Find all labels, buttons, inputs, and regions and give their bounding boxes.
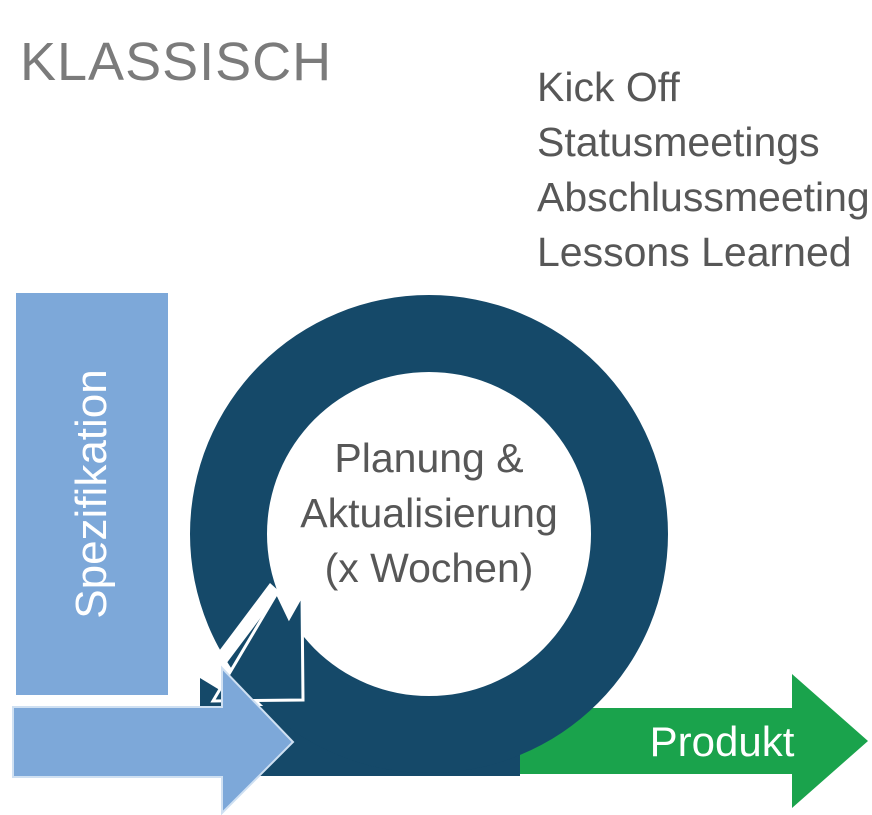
loop-label-line: Aktualisierung bbox=[300, 490, 558, 536]
product-arrow-shape bbox=[510, 674, 868, 808]
page-title: KLASSISCH bbox=[20, 32, 333, 92]
iteration-loop-ring bbox=[190, 295, 668, 773]
loop-label: Planung & Aktualisierung (x Wochen) bbox=[229, 431, 629, 596]
specification-box: Spezifikation bbox=[16, 293, 168, 695]
meetings-list-item: Lessons Learned bbox=[537, 229, 852, 275]
meetings-list-item: Kick Off bbox=[537, 64, 680, 110]
loop-gap-slit bbox=[204, 583, 280, 680]
meetings-list-item: Statusmeetings bbox=[537, 119, 820, 165]
meetings-list: Kick Off Statusmeetings Abschlussmeeting… bbox=[537, 60, 870, 280]
specification-label: Spezifikation bbox=[67, 369, 116, 619]
specification-flow-arrow-shape bbox=[12, 665, 295, 815]
loop-label-line: Planung & bbox=[334, 435, 524, 481]
product-label: Produkt bbox=[649, 718, 795, 765]
meetings-list-item: Abschlussmeeting bbox=[537, 174, 870, 220]
loop-label-line: (x Wochen) bbox=[324, 545, 534, 591]
